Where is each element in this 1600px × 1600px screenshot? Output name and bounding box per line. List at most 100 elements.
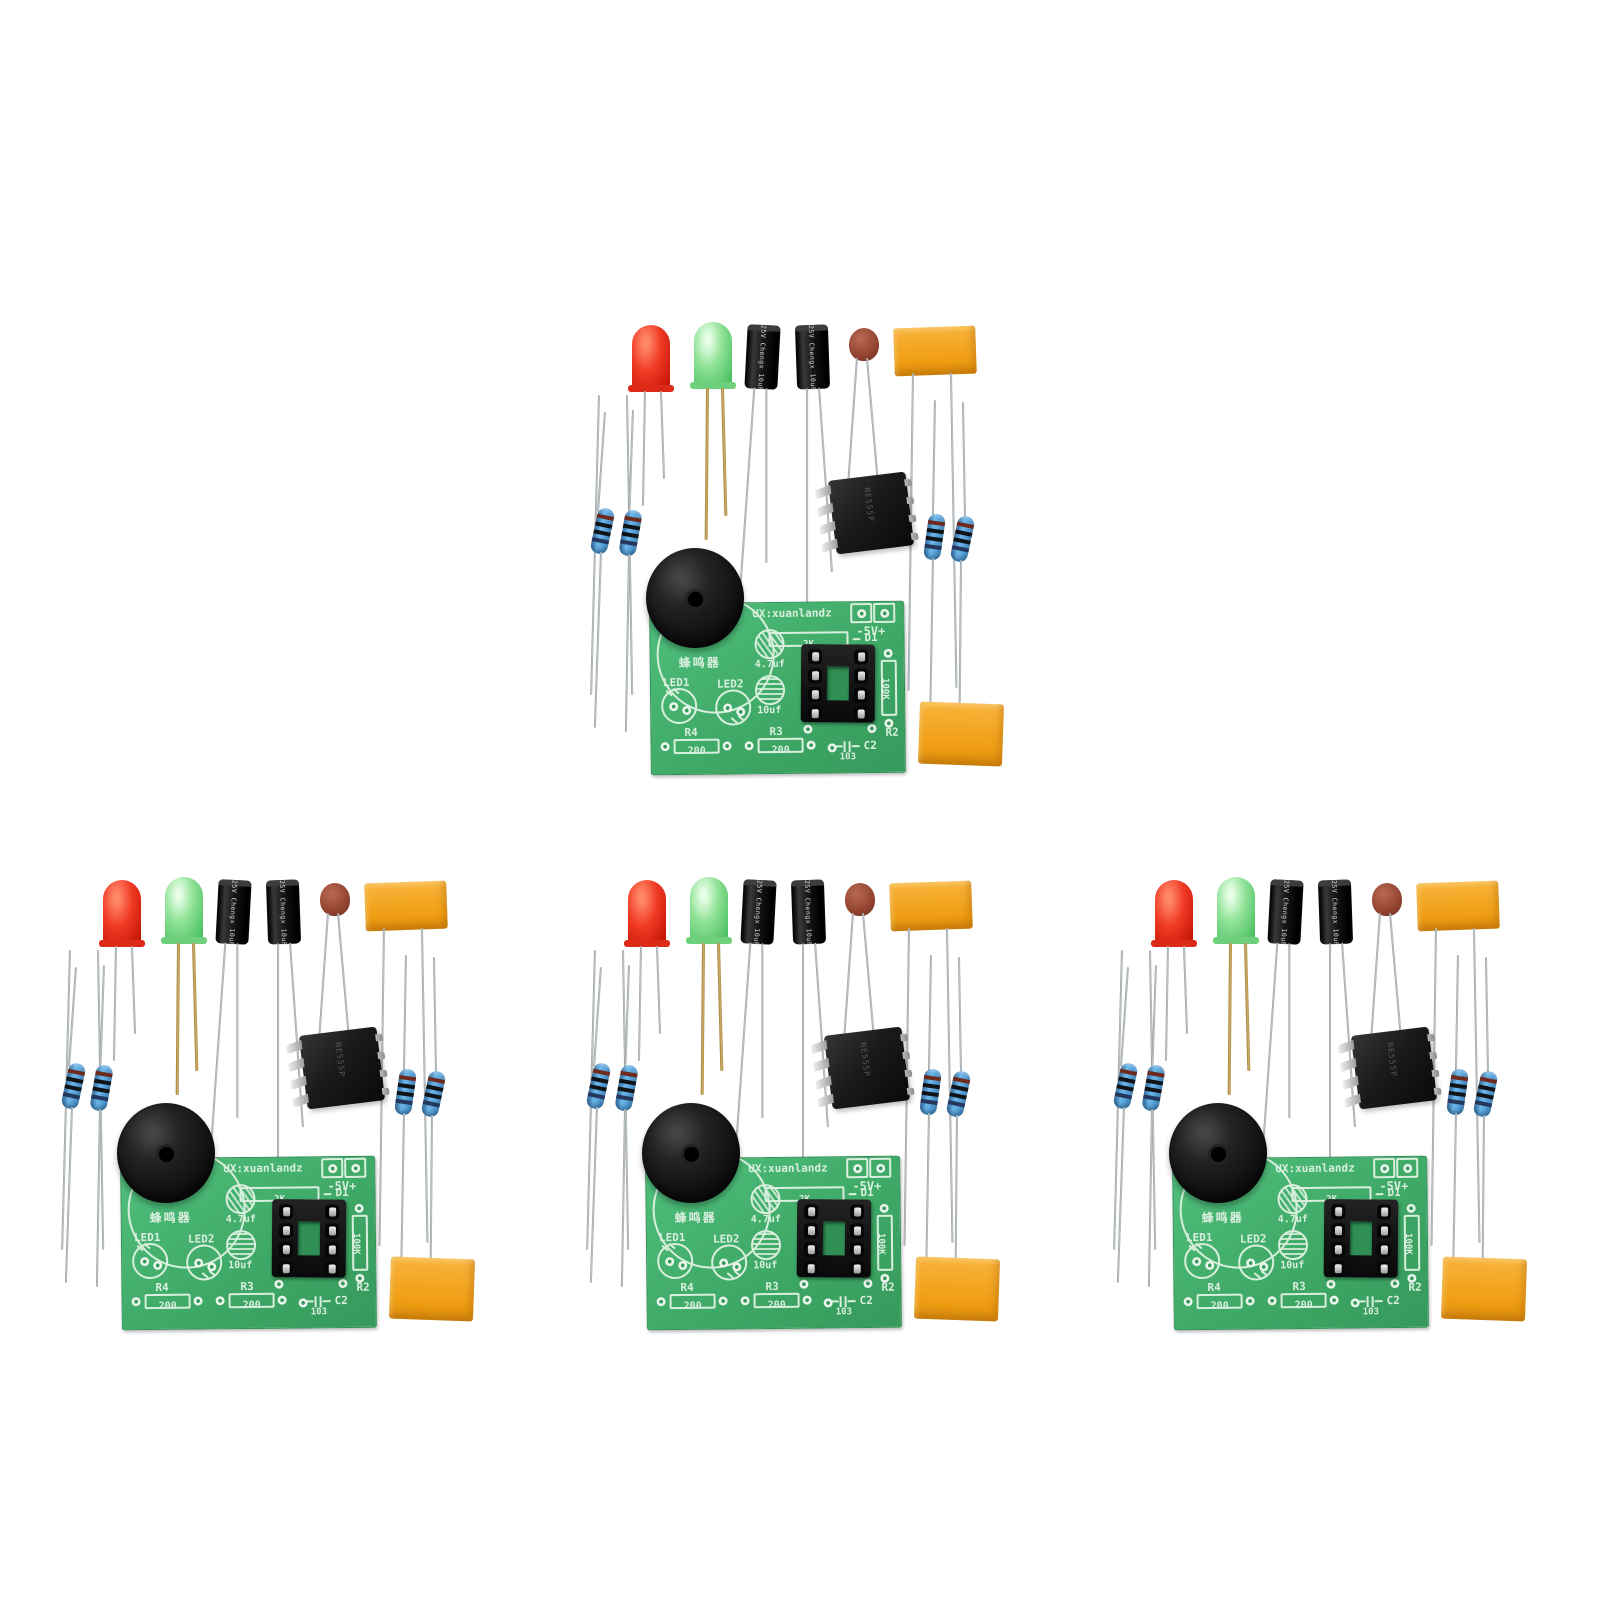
resistor-band: [922, 1082, 941, 1090]
silk-r2-label: R2: [881, 1280, 895, 1294]
silk-buzzer-label: 蜂鸣器: [149, 1210, 192, 1226]
resistor-band: [952, 1076, 971, 1085]
ceramic-body: [845, 883, 875, 916]
resistor-band: [398, 1074, 417, 1082]
film-capacitor-bottom: [388, 1256, 476, 1322]
solder-pad: [857, 609, 867, 619]
socket-contact-metal: [858, 652, 866, 662]
r4-footprint-box: 200: [1196, 1293, 1243, 1312]
solder-pad: [656, 1297, 666, 1307]
solder-pad: [718, 1296, 728, 1306]
led-lead: [700, 942, 705, 1096]
solder-pad: [1183, 1297, 1193, 1307]
socket-contact-metal: [811, 671, 820, 681]
resistor-band: [951, 545, 970, 553]
resistor-lead: [1452, 1112, 1457, 1261]
socket-contact-metal: [853, 1245, 861, 1255]
led-lead: [1164, 945, 1169, 1061]
component-kit: 25V Chengx 10uF 25V Chengx 10uF: [580, 855, 1020, 1347]
silk-r2-label: R2: [1408, 1280, 1422, 1294]
resistor-lead: [433, 956, 438, 1075]
resistor-band: [621, 531, 639, 539]
socket-center-cutout: [297, 1221, 321, 1256]
solder-pad: [682, 705, 692, 715]
ic-pin: [1337, 1040, 1355, 1055]
green-led-body: [165, 877, 203, 941]
ic-pin: [1427, 1034, 1436, 1042]
metal-film-resistor: [585, 1061, 612, 1111]
capacitor-lead: [765, 388, 768, 564]
socket-contact: [853, 687, 868, 703]
solder-pad: [823, 1298, 833, 1308]
led-polarity-mark: [1195, 1242, 1203, 1250]
buzzer-hole: [684, 1147, 699, 1162]
led2-footprint: [186, 1244, 223, 1281]
resistor-band: [618, 1078, 637, 1086]
silk-r4-value: 200: [687, 745, 706, 757]
power-pad-box: [846, 1158, 869, 1179]
c2-symbol: [1358, 1296, 1383, 1308]
electrolytic-body: 25V Chengx 10uF: [1317, 879, 1354, 946]
power-pad-box: [873, 602, 896, 623]
c2-symbol: [831, 1296, 856, 1308]
led2-footprint: [715, 689, 752, 726]
resistor-band: [949, 1092, 967, 1100]
buzzer: [646, 548, 744, 648]
solder-pad: [351, 1163, 361, 1173]
solder-pad: [1403, 1163, 1413, 1173]
metal-film-resistor: [589, 506, 616, 556]
resistor-lead: [402, 954, 407, 1073]
power-pad-box: [344, 1157, 367, 1178]
ic-pin: [813, 1057, 830, 1073]
socket-contact-metal: [283, 1207, 291, 1217]
silk-c2-value: 103: [839, 752, 857, 763]
socket-contact-metal: [807, 1264, 815, 1274]
metal-film-resistor: [60, 1061, 87, 1111]
power-pad-box: [1373, 1158, 1396, 1179]
cap-4-7-footprint: [225, 1183, 256, 1215]
film-capacitor-bottom: [913, 1256, 1001, 1322]
electrolytic-marking: 25V Chengx 10uF: [802, 879, 814, 947]
silk-pot-label: 100K: [350, 1232, 361, 1255]
red-led-flange: [99, 940, 145, 947]
solder-pad: [131, 1297, 141, 1307]
c2-symbol-part: [1374, 1300, 1383, 1303]
resistor-band: [624, 515, 642, 523]
socket-contact: [849, 1242, 864, 1258]
green-led-flange: [161, 937, 207, 944]
led-polarity-mark: [201, 1272, 210, 1279]
silk-buzzer-label: 蜂鸣器: [678, 655, 721, 671]
pot-footprint-box: 100K: [880, 659, 898, 716]
led-lead: [131, 945, 137, 1034]
socket-contact-metal: [807, 1226, 816, 1236]
ic-pin: [1431, 1069, 1440, 1078]
resistor-band: [67, 1068, 86, 1077]
component-kit: 25V Chengx 10uF 25V Chengx 10uF: [1107, 855, 1547, 1347]
red-led-flange: [1151, 940, 1197, 947]
solder-pad: [1390, 1278, 1400, 1289]
socket-contact-metal: [282, 1264, 290, 1274]
solder-pad: [1329, 1295, 1339, 1305]
ic-pin: [375, 1034, 384, 1042]
buzzer: [642, 1103, 740, 1203]
red-led-flange: [628, 385, 674, 392]
red-led: [1151, 880, 1197, 1061]
metal-film-resistor: [393, 1068, 418, 1116]
solder-pad: [1380, 1164, 1390, 1174]
solder-pad: [1205, 1260, 1215, 1270]
silk-cap-10-label: 10uf: [228, 1259, 253, 1272]
film-capacitor-bottom: [1440, 1256, 1528, 1322]
electrolytic-body: 25V Chengx 10uF: [265, 879, 302, 946]
socket-contact: [1330, 1261, 1345, 1277]
socket-contact-metal: [811, 709, 819, 719]
socket-contact: [279, 1204, 294, 1220]
socket-contact: [854, 649, 869, 665]
silk-r3-value: 200: [242, 1299, 261, 1312]
silk-r3-label: R3: [769, 724, 783, 739]
resistor-band: [424, 1092, 442, 1100]
silk-r3-value: 200: [1294, 1299, 1313, 1312]
silk-r3-value: 200: [771, 744, 790, 757]
silk-r4-label: R4: [680, 1280, 694, 1294]
solder-pad: [669, 702, 679, 712]
c2-symbol-part: [322, 1300, 331, 1303]
